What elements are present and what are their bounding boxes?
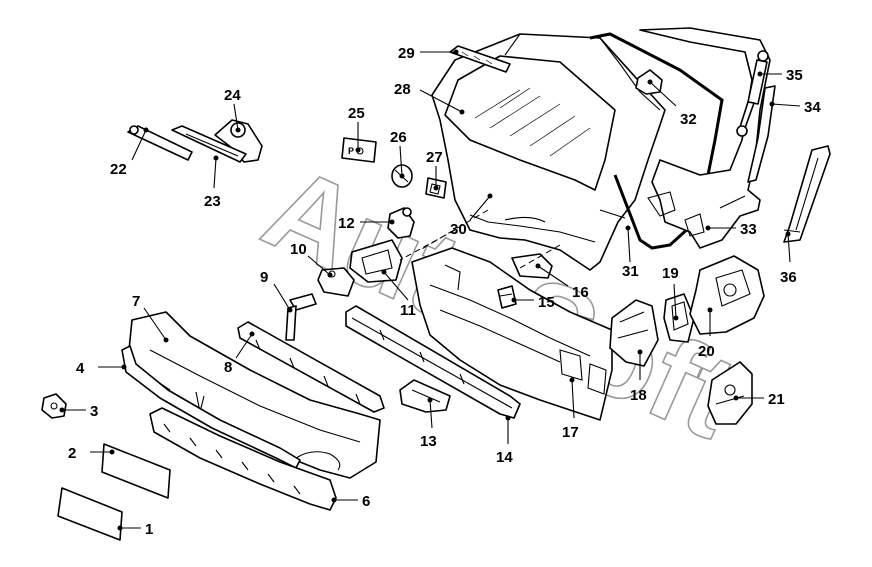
callout-3: 3 xyxy=(90,403,98,420)
callout-30: 30 xyxy=(450,221,467,238)
callout-36: 36 xyxy=(780,269,797,286)
rear-panel-part-17 xyxy=(411,247,613,421)
callout-11: 11 xyxy=(400,302,416,319)
bracket-part-16 xyxy=(511,253,553,279)
callout-21: 21 xyxy=(768,391,785,408)
callout-20: 20 xyxy=(698,343,715,360)
callout-18: 18 xyxy=(630,387,647,404)
callout-25: 25 xyxy=(348,105,365,122)
callout-14: 14 xyxy=(496,449,513,466)
callout-33: 33 xyxy=(740,221,757,238)
tail-lamp-part-18 xyxy=(609,299,659,367)
plate-bracket-part-2 xyxy=(101,443,171,499)
rear-window-glass-part-28 xyxy=(444,55,616,191)
bumper-strip-part-4 xyxy=(121,345,301,469)
callout-1: 1 xyxy=(145,521,153,538)
callout-13: 13 xyxy=(420,433,437,450)
lower-spoiler-part-6 xyxy=(149,407,337,511)
callout-8: 8 xyxy=(224,359,232,376)
callout-22: 22 xyxy=(110,161,127,178)
callout-35: 35 xyxy=(786,67,803,84)
latch-part-10 xyxy=(317,267,355,297)
callout-6: 6 xyxy=(362,493,370,510)
alignment-guides xyxy=(399,209,561,269)
callout-23: 23 xyxy=(204,193,221,210)
callout-12: 12 xyxy=(338,215,355,232)
callout-29: 29 xyxy=(398,45,415,62)
bumper-reinforcement-part-14 xyxy=(345,305,521,419)
svg-text:P: P xyxy=(348,146,354,156)
callout-2: 2 xyxy=(68,445,76,462)
brake-light-part-29 xyxy=(449,45,511,73)
callout-34: 34 xyxy=(804,99,821,116)
callout-10: 10 xyxy=(290,241,307,258)
callout-9: 9 xyxy=(260,269,268,286)
tailgate-lock-part-12 xyxy=(387,207,415,239)
key-cylinder-part-9 xyxy=(285,293,317,341)
callout-16: 16 xyxy=(572,284,589,301)
license-plate-part-1 xyxy=(57,487,123,541)
striker-part-15 xyxy=(497,285,517,309)
callout-28: 28 xyxy=(394,81,411,98)
leader-lines xyxy=(59,49,801,531)
callout-7: 7 xyxy=(132,293,140,310)
callout-24: 24 xyxy=(224,87,241,104)
quarter-panel-part-20 xyxy=(689,255,765,335)
callout-32: 32 xyxy=(680,111,697,128)
lamp-bracket-part-19 xyxy=(663,293,695,343)
callout-26: 26 xyxy=(390,129,407,146)
callout-31: 31 xyxy=(622,263,639,280)
callout-4: 4 xyxy=(76,360,85,377)
callout-19: 19 xyxy=(662,265,679,282)
wiper-blade-part-23 xyxy=(171,125,247,163)
callout-15: 15 xyxy=(538,294,555,311)
callout-17: 17 xyxy=(562,424,579,441)
side-trim-part-34 xyxy=(747,85,776,183)
bracket-part-21 xyxy=(707,361,753,425)
latch-bracket-part-11 xyxy=(349,239,403,283)
bumper-support-part-8 xyxy=(237,321,385,413)
callout-27: 27 xyxy=(426,149,443,166)
tow-hook-cover-part-3 xyxy=(41,393,67,419)
mounting-bracket-part-13 xyxy=(399,379,451,413)
callout-labels: 1 2 3 4 6 7 8 9 10 11 12 13 14 15 16 17 … xyxy=(68,45,821,538)
gas-strut-part-35 xyxy=(736,50,769,137)
pillar-trim-part-36 xyxy=(783,145,831,243)
